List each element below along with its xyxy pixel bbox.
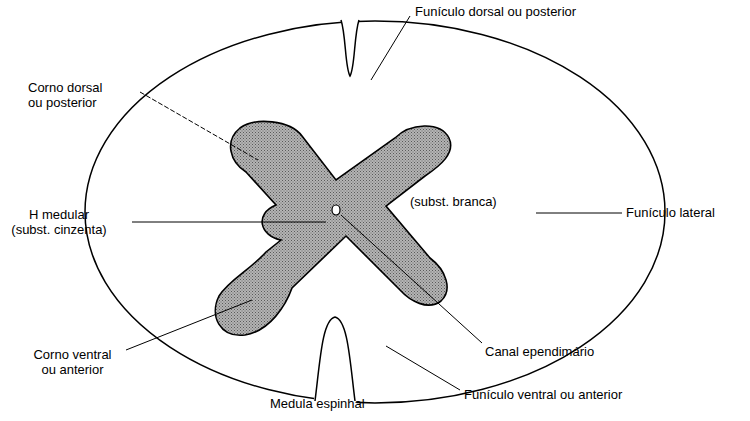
gray-matter-h [215,121,450,335]
leader-line [126,300,252,350]
leader-line [386,346,460,390]
part-label: H medular (subst. cinzenta) [8,207,110,237]
figure-caption: Medula espinhal [270,396,371,411]
leader-line [140,92,258,160]
part-label: Corno ventral ou anterior [30,347,115,377]
dorsal-median-sulcus [341,20,359,76]
part-label: Canal ependimário [485,344,601,359]
part-label: Funículo ventral ou anterior [464,387,629,402]
ventral-fissure-fill [313,317,357,406]
part-label: Corno dorsal ou posterior [28,80,109,110]
dorsal-fissure-fill [340,18,360,76]
leader-line [371,16,410,80]
part-label: Funículo lateral [626,205,721,220]
central-canal [332,205,340,215]
leader-line [341,215,482,343]
white-matter-outline [85,21,665,403]
leader-line [536,213,622,214]
part-label: (subst. branca) [410,194,503,209]
part-label: Funículo dorsal ou posterior [415,4,583,19]
leader-line [132,222,326,223]
ventral-median-fissure [315,317,355,401]
